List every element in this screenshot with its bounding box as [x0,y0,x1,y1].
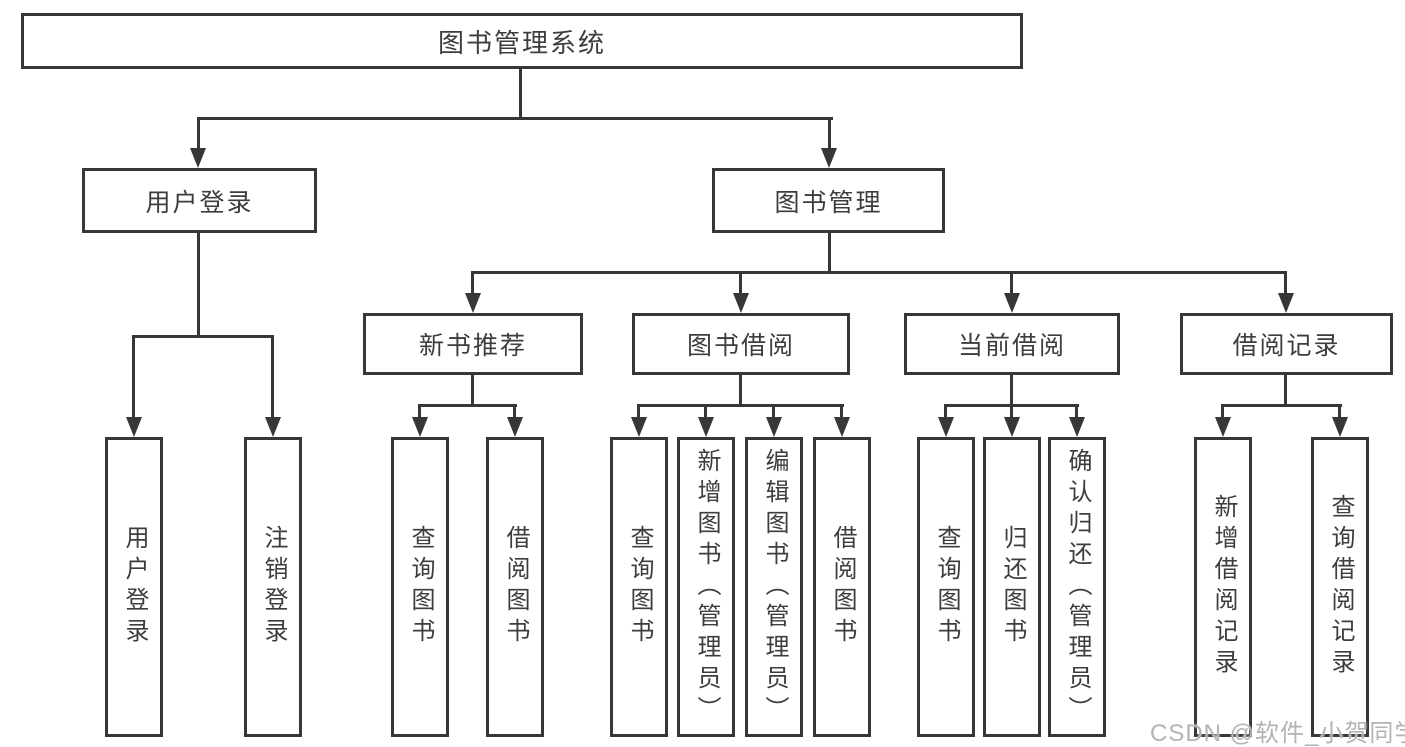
node-root-label: 图书管理系统 [437,27,606,58]
connector-book-management-stem [828,233,831,273]
connector-level2-rail [471,271,1287,274]
arrow-down-icon [465,293,481,313]
arrow-down-icon [126,417,142,437]
connector-drop-leaf [513,404,516,419]
connector-drop-book-borrowing [739,271,742,293]
connector-book-borrowing-stem [739,375,742,406]
connector-drop-leaf [1075,404,1078,419]
node-current-borrowing-label: 当前借阅 [957,332,1066,360]
arrow-down-icon [834,417,850,437]
node-user-login: 用户登录 [82,168,317,233]
connector-drop-leaf [840,404,843,419]
leaf-cb-return-books-label: 归还图书 [999,525,1026,649]
leaf-br-add-record-label: 新增借阅记录 [1210,494,1237,680]
arrow-down-icon [1004,293,1020,313]
leaf-cb-query-books-label: 查询图书 [933,525,960,649]
leaf-bb-add-books-admin-label: 新增图书（管理员） [693,447,720,727]
connector-drop-login [132,335,135,417]
node-book-management-label: 图书管理 [774,188,883,217]
node-current-borrowing: 当前借阅 [904,313,1120,375]
leaf-bb-borrow-books-label: 借阅图书 [829,525,856,649]
arrow-down-icon [1215,417,1231,437]
arrow-down-icon [1332,417,1348,437]
node-new-book-recommend-label: 新书推荐 [418,332,527,360]
leaf-cb-confirm-return-admin: 确认归还（管理员） [1048,437,1106,737]
node-user-login-label: 用户登录 [145,188,254,217]
arrow-down-icon [507,417,523,437]
connector-drop-current-borrowing [1010,271,1013,293]
leaf-nbr-query-books-label: 查询图书 [407,525,434,649]
arrow-down-icon [412,417,428,437]
connector-root-stem [519,69,522,117]
connector-drop-book-management [828,117,831,150]
connector-borrowing-records-stem [1284,375,1287,406]
leaf-br-add-record: 新增借阅记录 [1194,437,1252,737]
connector-current-borrowing-stem [1010,375,1013,406]
connector-level1-rail [197,117,833,120]
node-borrowing-records: 借阅记录 [1180,313,1393,375]
arrow-down-icon [698,417,714,437]
leaf-nbr-borrow-books-label: 借阅图书 [502,525,529,649]
node-book-borrowing: 图书借阅 [632,313,850,375]
connector-drop-leaf [772,404,775,419]
leaf-nbr-query-books: 查询图书 [391,437,449,737]
node-book-management: 图书管理 [712,168,945,233]
connector-drop-leaf [418,404,421,419]
connector-drop-leaf [1338,404,1341,419]
connector-drop-leaf [1221,404,1224,419]
arrow-down-icon [1278,293,1294,313]
leaf-cb-confirm-return-admin-label: 确认归还（管理员） [1064,447,1091,727]
connector-drop-user-login [197,117,200,150]
arrow-down-icon [265,417,281,437]
leaf-logout: 注销登录 [244,437,302,737]
arrow-down-icon [631,417,647,437]
leaf-br-query-record-label: 查询借阅记录 [1327,494,1354,680]
node-new-book-recommend: 新书推荐 [363,313,583,375]
connector-borrowing-records-rail [1221,404,1342,407]
connector-new-book-recommend-stem [471,375,474,406]
leaf-br-query-record: 查询借阅记录 [1311,437,1369,737]
csdn-watermark: CSDN @软件_小贺同学 [1150,720,1405,747]
node-root: 图书管理系统 [21,13,1023,69]
connector-drop-logout [271,335,274,417]
leaf-logout-label: 注销登录 [260,525,287,649]
leaf-user-login: 用户登录 [105,437,163,737]
leaf-bb-borrow-books: 借阅图书 [813,437,871,737]
connector-new-book-recommend-rail [418,404,517,407]
connector-drop-leaf [704,404,707,419]
leaf-user-login-label: 用户登录 [121,525,148,649]
arrow-down-icon [733,293,749,313]
arrow-down-icon [766,417,782,437]
connector-drop-leaf [944,404,947,419]
connector-user-login-rail [132,335,274,338]
connector-drop-new-book-recommend [471,271,474,293]
arrow-down-icon [190,148,206,168]
leaf-bb-query-books: 查询图书 [610,437,668,737]
node-borrowing-records-label: 借阅记录 [1232,332,1341,360]
arrow-down-icon [938,417,954,437]
leaf-bb-edit-books-admin: 编辑图书（管理员） [745,437,803,737]
node-book-borrowing-label: 图书借阅 [686,332,795,360]
leaf-nbr-borrow-books: 借阅图书 [486,437,544,737]
leaf-bb-edit-books-admin-label: 编辑图书（管理员） [761,447,788,727]
leaf-bb-query-books-label: 查询图书 [626,525,653,649]
leaf-cb-return-books: 归还图书 [983,437,1041,737]
connector-user-login-stem [197,233,200,335]
connector-drop-leaf [637,404,640,419]
arrow-down-icon [821,148,837,168]
arrow-down-icon [1069,417,1085,437]
arrow-down-icon [1004,417,1020,437]
connector-book-borrowing-rail [637,404,844,407]
connector-drop-leaf [1010,404,1013,419]
connector-drop-borrowing-records [1284,271,1287,293]
leaf-cb-query-books: 查询图书 [917,437,975,737]
leaf-bb-add-books-admin: 新增图书（管理员） [677,437,735,737]
